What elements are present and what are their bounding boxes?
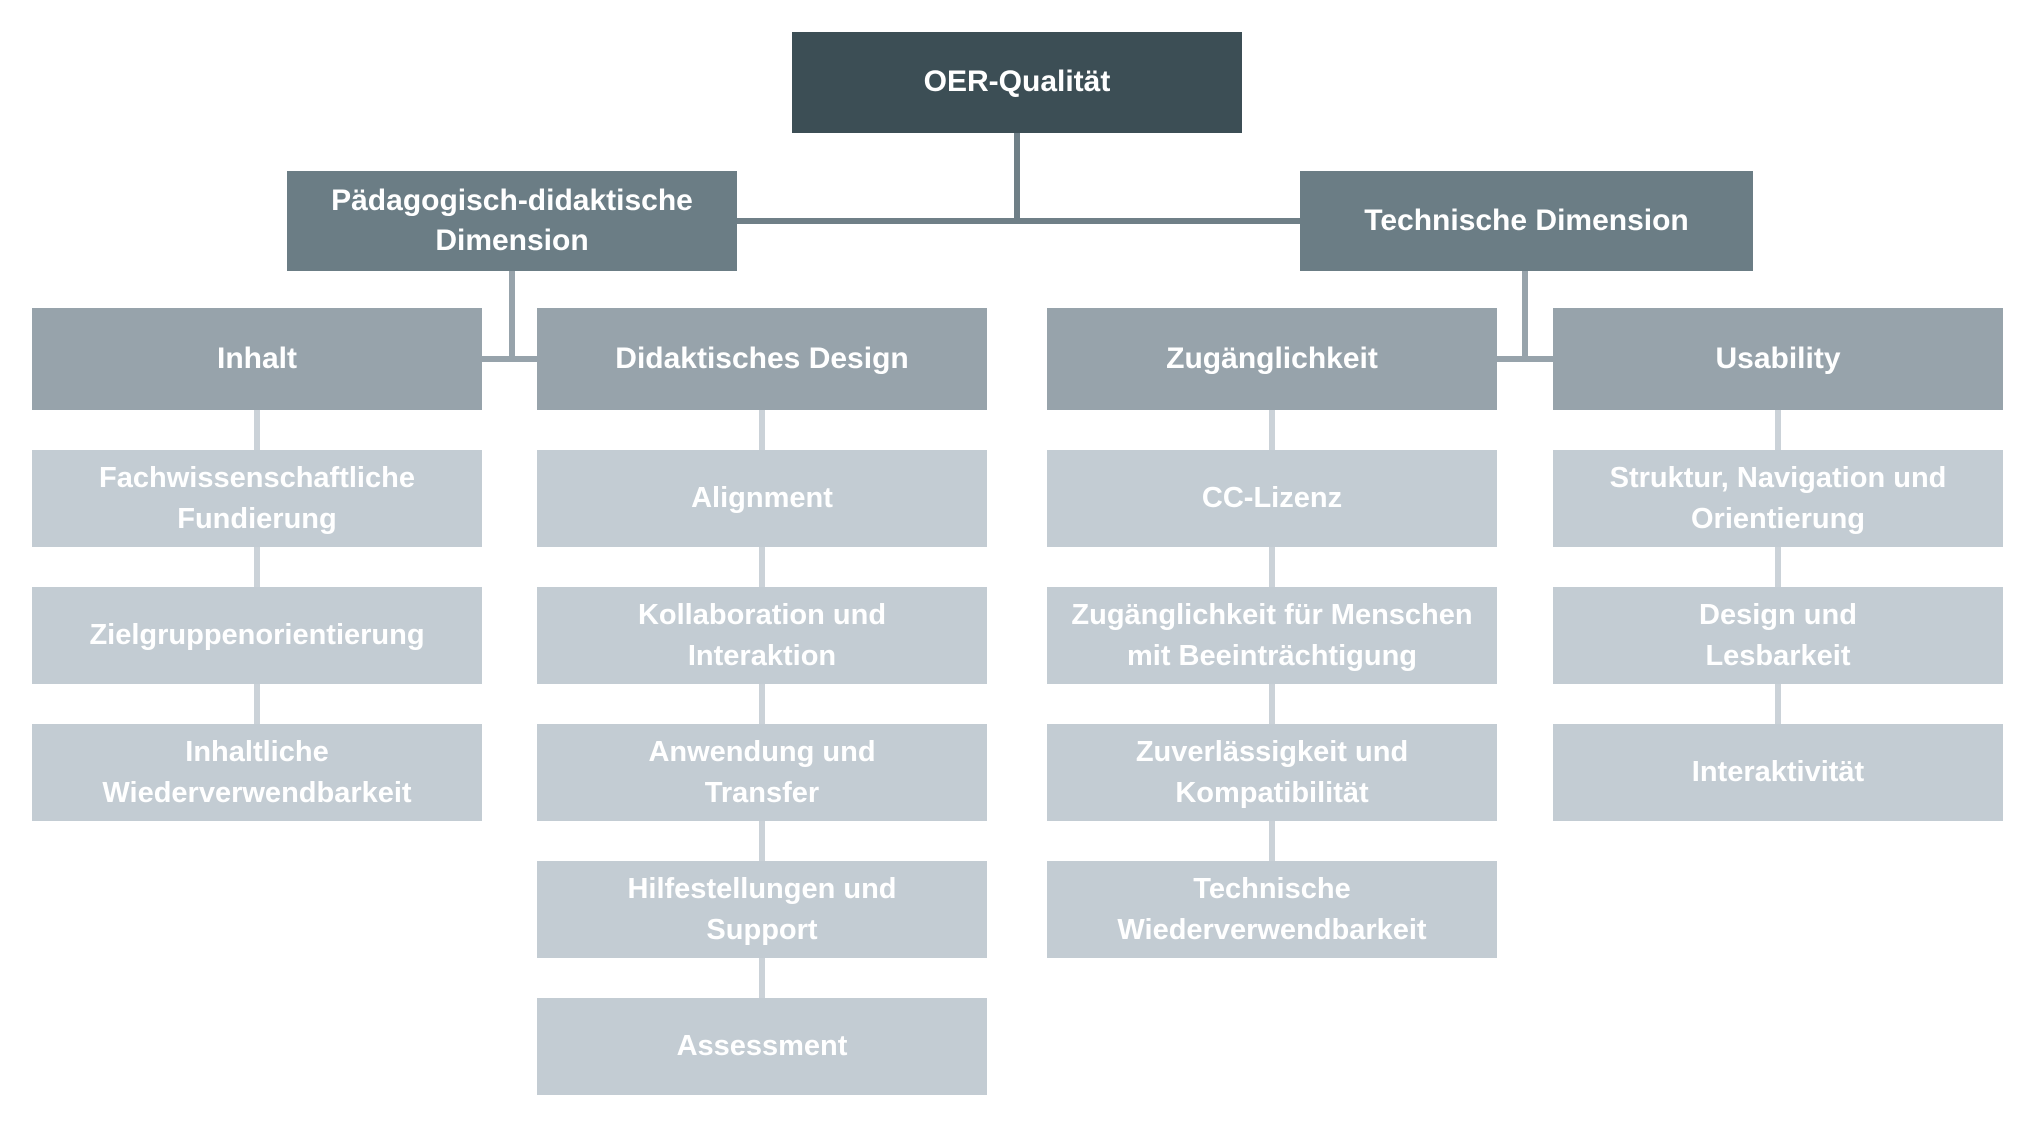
node-alignment: Alignment xyxy=(537,450,987,547)
node-assessment: Assessment xyxy=(537,998,987,1095)
connector-root-drop xyxy=(1014,133,1020,224)
connector-dimension-technische-drop xyxy=(1522,271,1528,362)
node-didaktisches-design: Didaktisches Design xyxy=(537,308,987,410)
node-kollaboration-und-interaktion: Kollaboration und Interaktion xyxy=(537,587,987,684)
connector-column-didaktisches-design-stem xyxy=(759,410,765,1004)
connector-dimension-paedagogisch-horizontal xyxy=(482,356,537,362)
node-hilfestellungen-und-support: Hilfestellungen und Support xyxy=(537,861,987,958)
connector-root-horizontal xyxy=(737,218,1300,224)
node-technische-dimension: Technische Dimension xyxy=(1300,171,1753,271)
node-zielgruppenorientierung: Zielgruppenorientierung xyxy=(32,587,482,684)
node-inhalt: Inhalt xyxy=(32,308,482,410)
node-technische-wiederverwendbarkeit: Technische Wiederverwendbarkeit xyxy=(1047,861,1497,958)
connector-column-inhalt-stem xyxy=(254,410,260,730)
node-zugaenglichkeit-fuer-menschen: Zugänglichkeit für Menschen mit Beeinträ… xyxy=(1047,587,1497,684)
node-usability: Usability xyxy=(1553,308,2003,410)
node-paedagogisch-didaktische-dimension: Pädagogisch-didaktische Dimension xyxy=(287,171,737,271)
node-fachwissenschaftliche-fundierung: Fachwissenschaftliche Fundierung xyxy=(32,450,482,547)
node-design-und-lesbarkeit: Design und Lesbarkeit xyxy=(1553,587,2003,684)
node-zuverlaessigkeit-und-kompatibilitaet: Zuverlässigkeit und Kompatibilität xyxy=(1047,724,1497,821)
node-anwendung-und-transfer: Anwendung und Transfer xyxy=(537,724,987,821)
node-interaktivitaet: Interaktivität xyxy=(1553,724,2003,821)
connector-dimension-technische-horizontal xyxy=(1497,356,1553,362)
node-cc-lizenz: CC-Lizenz xyxy=(1047,450,1497,547)
node-inhaltliche-wiederverwendbarkeit: Inhaltliche Wiederverwendbarkeit xyxy=(32,724,482,821)
node-zugaenglichkeit: Zugänglichkeit xyxy=(1047,308,1497,410)
connector-column-usability-stem xyxy=(1775,410,1781,730)
connector-dimension-paedagogisch-drop xyxy=(509,271,515,362)
node-oer-qualitaet: OER-Qualität xyxy=(792,32,1242,133)
node-struktur-navigation-und-orientierung: Struktur, Navigation und Orientierung xyxy=(1553,450,2003,547)
